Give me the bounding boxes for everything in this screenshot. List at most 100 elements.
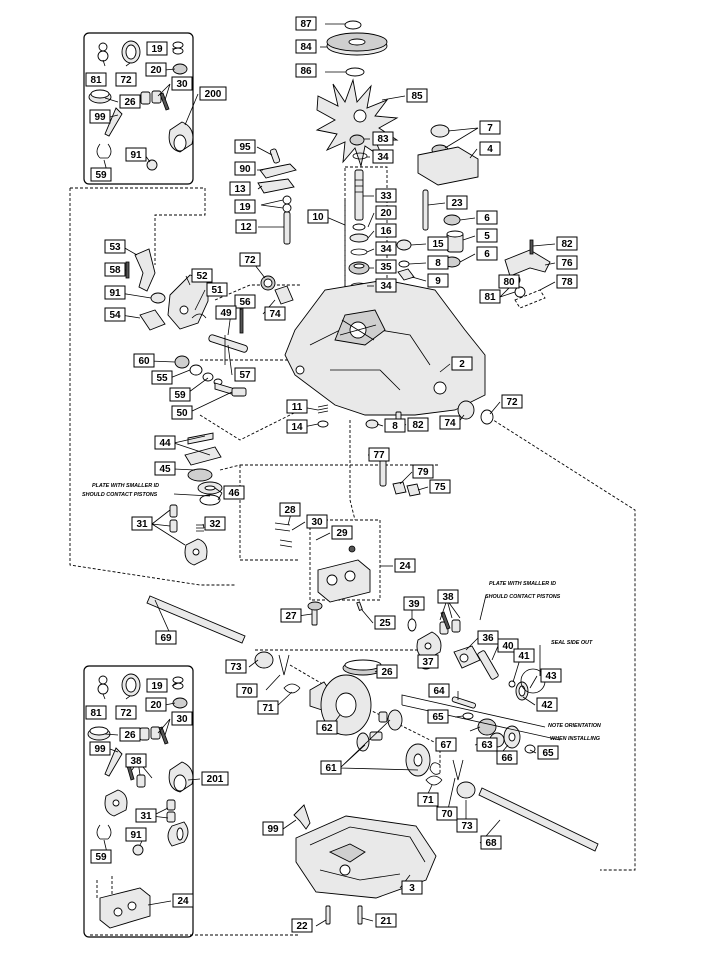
- callout-box: [104, 307, 126, 322]
- callout-87: 87: [295, 16, 317, 31]
- callout-box: [295, 39, 317, 54]
- callout-box: [201, 771, 229, 786]
- callout-72: 72: [115, 705, 137, 720]
- callout-box: [436, 806, 458, 821]
- callout-box: [89, 741, 111, 756]
- callout-14: 14: [286, 419, 308, 434]
- right-top-parts: [396, 124, 551, 309]
- callout-number: 22: [296, 921, 308, 932]
- callout-box: [286, 399, 308, 414]
- callout-74: 74: [439, 415, 461, 430]
- callout-number: 9: [435, 276, 441, 287]
- callout-box: [125, 147, 147, 162]
- callout-number: 74: [444, 418, 456, 429]
- callout-83: 83: [372, 131, 394, 146]
- callout-62: 62: [316, 720, 338, 735]
- callout-box: [262, 821, 284, 836]
- callout-65: 65: [537, 745, 559, 760]
- callout-box: [223, 485, 245, 500]
- callout-box: [151, 370, 173, 385]
- axle-68-group: [425, 759, 599, 852]
- callout-91: 91: [104, 285, 126, 300]
- callout-box: [540, 668, 562, 683]
- callout-24: 24: [172, 893, 194, 908]
- callout-38: 38: [437, 589, 459, 604]
- callout-box: [556, 274, 578, 289]
- callout-20: 20: [145, 697, 167, 712]
- callout-number: 87: [300, 19, 312, 30]
- callout-box: [429, 479, 451, 494]
- callout-box: [479, 120, 501, 135]
- callout-70: 70: [436, 806, 458, 821]
- callout-number: 91: [130, 830, 142, 841]
- callout-49: 49: [215, 305, 237, 320]
- callout-box: [295, 63, 317, 78]
- callout-number: 85: [411, 91, 423, 102]
- callout-box: [131, 516, 153, 531]
- collar-parts-left: [254, 651, 301, 694]
- callout-box: [316, 720, 338, 735]
- callout-box: [85, 705, 107, 720]
- callout-20: 20: [375, 205, 397, 220]
- callout-number: 59: [95, 852, 107, 863]
- callout-number: 25: [379, 618, 391, 629]
- callout-34: 34: [372, 149, 394, 164]
- callout-number: 83: [377, 134, 389, 145]
- callout-number: 51: [211, 285, 223, 296]
- callout-26: 26: [376, 664, 398, 679]
- callout-box: [204, 516, 226, 531]
- callout-91: 91: [125, 827, 147, 842]
- callout-box: [375, 223, 397, 238]
- callout-box: [368, 447, 390, 462]
- callout-box: [295, 16, 317, 31]
- callout-box: [89, 109, 111, 124]
- callout-number: 62: [321, 723, 333, 734]
- callout-13: 13: [229, 181, 251, 196]
- callout-number: 99: [94, 744, 106, 755]
- link-parts: [257, 148, 297, 245]
- callout-72: 72: [115, 72, 137, 87]
- callout-box: [171, 76, 193, 91]
- callout-number: 14: [291, 422, 303, 433]
- callout-70: 70: [236, 683, 258, 698]
- callout-box: [556, 255, 578, 270]
- callout-box: [279, 502, 301, 517]
- callout-number: 20: [380, 208, 392, 219]
- callout-30: 30: [171, 76, 193, 91]
- callout-number: 75: [434, 482, 446, 493]
- callout-number: 24: [399, 561, 411, 572]
- callout-box: [104, 239, 126, 254]
- callout-11: 11: [286, 399, 308, 414]
- callout-37: 37: [417, 654, 439, 669]
- callout-number: 30: [176, 714, 188, 725]
- callout-77: 77: [368, 447, 390, 462]
- callout-59: 59: [90, 849, 112, 864]
- callout-number: 28: [284, 505, 296, 516]
- callout-number: 31: [136, 519, 148, 530]
- callout-number: 10: [312, 212, 324, 223]
- callout-number: 42: [541, 700, 553, 711]
- callout-number: 24: [177, 896, 189, 907]
- callout-16: 16: [375, 223, 397, 238]
- callout-41: 41: [513, 648, 535, 663]
- callout-72: 72: [501, 394, 523, 409]
- callout-21: 21: [375, 913, 397, 928]
- callout-42: 42: [536, 697, 558, 712]
- callout-box: [376, 664, 398, 679]
- callout-29: 29: [331, 525, 353, 540]
- callout-box: [417, 654, 439, 669]
- callout-box: [384, 418, 406, 433]
- callout-71: 71: [257, 700, 279, 715]
- callout-box: [476, 228, 498, 243]
- note-orientation-1: NOTE ORIENTATION: [548, 723, 601, 729]
- callout-number: 19: [151, 681, 163, 692]
- callout-number: 71: [422, 795, 434, 806]
- callout-80: 80: [498, 274, 520, 289]
- callout-45: 45: [154, 461, 176, 476]
- callout-number: 19: [239, 202, 251, 213]
- callout-box: [135, 808, 157, 823]
- callout-number: 32: [209, 519, 221, 530]
- callout-box: [417, 792, 439, 807]
- callout-number: 55: [156, 373, 168, 384]
- callout-number: 34: [380, 244, 392, 255]
